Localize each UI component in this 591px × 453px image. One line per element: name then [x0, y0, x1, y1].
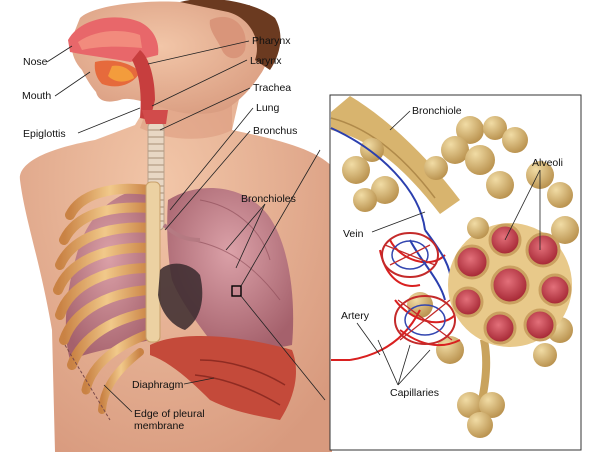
label-bronchioles: Bronchioles: [241, 193, 296, 205]
label-epiglottis: Epiglottis: [23, 128, 66, 140]
label-pharynx: Pharynx: [252, 35, 291, 47]
nasal-oral-cavity: [68, 17, 159, 120]
label-nose: Nose: [23, 56, 48, 68]
label-bronchiole: Bronchiole: [412, 105, 462, 117]
diaphragm: [150, 335, 296, 420]
label-mouth: Mouth: [22, 90, 52, 102]
label-diaphragm: Diaphragm: [132, 379, 184, 391]
leader-lines: [46, 40, 326, 413]
ribcage: [53, 181, 161, 414]
label-bronchus: Bronchus: [253, 125, 298, 137]
label-vein: Vein: [343, 228, 364, 240]
alveoli-zoom-panel: [329, 94, 582, 451]
label-larynx: Larynx: [250, 55, 282, 67]
heart-shadow: [158, 263, 203, 330]
label-lung: Lung: [256, 102, 280, 114]
alveolar-cluster: [448, 217, 572, 347]
capillary-mesh: [381, 232, 456, 345]
label-pleural-edge: Edge of pleural membrane: [134, 408, 205, 432]
label-trachea: Trachea: [253, 82, 292, 94]
zoom-leader-lines: [356, 110, 541, 386]
label-artery: Artery: [341, 310, 370, 322]
label-capillaries: Capillaries: [390, 387, 440, 399]
label-alveoli: Alveoli: [532, 157, 563, 169]
